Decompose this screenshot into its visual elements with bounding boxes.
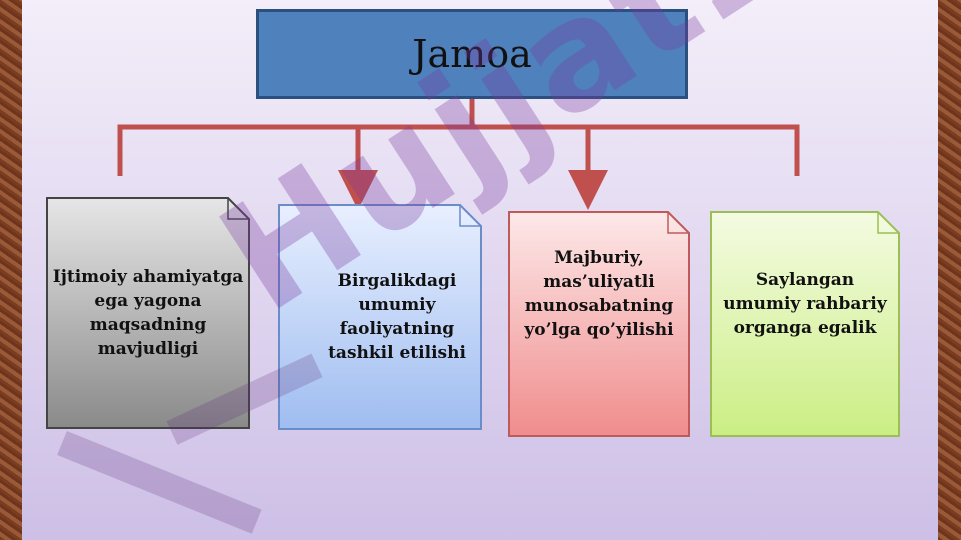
- card-1: Ijtimoiy ahamiyatga ega yagona maqsadnin…: [46, 197, 250, 429]
- card-2: Birgalikdagi umumiy faoliyatning tashkil…: [278, 204, 482, 430]
- card-2-shape: [278, 204, 482, 430]
- card-3-shape: [508, 211, 690, 437]
- title-box: Jamoa: [256, 9, 688, 99]
- card-3: Majburiy, mas’uliyatli munosabatning yo’…: [508, 211, 690, 437]
- card-4-shape: [710, 211, 900, 437]
- frame-left-border: [0, 0, 22, 540]
- card-1-shape: [46, 197, 250, 429]
- connector-horizontal: [117, 124, 800, 176]
- frame-right-border: [938, 0, 961, 540]
- card-2-text: Birgalikdagi umumiy faoliyatning tashkil…: [328, 271, 466, 363]
- connector-lines: [117, 99, 800, 210]
- card-4: Saylangan umumiy rahbariy organga egalik: [710, 211, 900, 437]
- card-3-text: Majburiy, mas’uliyatli munosabatning yo’…: [524, 248, 674, 340]
- title-text: Jamoa: [412, 32, 532, 76]
- slide: Jamoa Ijtimoiy ahamiyatga ega yagona maq…: [22, 0, 938, 540]
- card-1-text: Ijtimoiy ahamiyatga ega yagona maqsadnin…: [52, 267, 244, 359]
- card-4-text: Saylangan umumiy rahbariy organga egalik: [723, 270, 887, 338]
